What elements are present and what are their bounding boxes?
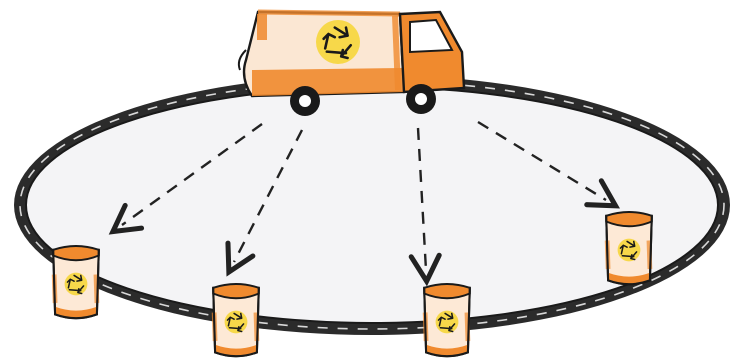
recycling-bin-icon-3 bbox=[424, 284, 470, 356]
recycling-bin-icon-4 bbox=[606, 212, 652, 284]
truck-recycle-symbol-icon bbox=[316, 20, 360, 64]
recycling-bin-icon-1 bbox=[53, 246, 99, 318]
recycling-bin-icon-2 bbox=[213, 284, 259, 356]
